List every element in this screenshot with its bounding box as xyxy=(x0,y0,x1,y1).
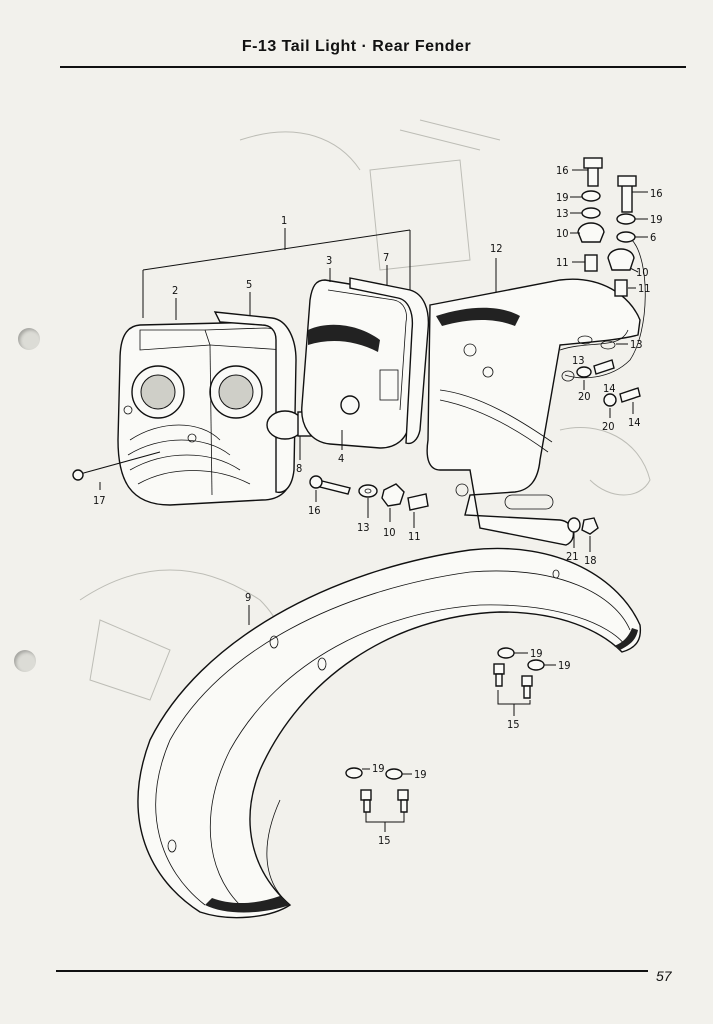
callout-7: 7 xyxy=(383,251,389,264)
fender-hardware xyxy=(345,647,545,813)
page-title: F-13 Tail Light · Rear Fender xyxy=(241,38,472,55)
page-number: 57 xyxy=(656,968,672,984)
callout-4: 4 xyxy=(338,452,344,465)
rear-fender xyxy=(137,547,642,919)
footer-rule xyxy=(56,970,648,972)
callout-5: 5 xyxy=(246,278,252,291)
upper-right-hardware xyxy=(561,157,646,407)
callout-1: 1 xyxy=(281,214,287,227)
lower-hardware xyxy=(309,475,599,535)
callout-19-upper-left: 19 xyxy=(556,191,569,204)
callout-8: 8 xyxy=(296,462,302,475)
base-gasket xyxy=(349,277,430,445)
callout-11-upper: 11 xyxy=(556,256,569,269)
tail-light-bracket xyxy=(426,278,641,546)
leader-lines xyxy=(99,169,648,832)
callout-20-left: 20 xyxy=(578,390,591,403)
callout-13-mid: 13 xyxy=(572,354,585,367)
callout-labels: 1 2 3 4 5 6 7 8 9 10 10 10 11 11 11 12 1… xyxy=(93,164,663,847)
lens-screw xyxy=(72,451,161,481)
callout-18: 18 xyxy=(584,554,597,567)
binder-hole-bottom xyxy=(14,650,36,672)
callout-15-upper: 15 xyxy=(507,718,520,731)
callout-21: 21 xyxy=(566,550,579,563)
callout-19-fender-d: 19 xyxy=(414,768,427,781)
binder-hole-top xyxy=(18,328,40,350)
callout-6: 6 xyxy=(650,231,656,244)
tail-light-housing xyxy=(117,321,293,506)
callout-10-right: 10 xyxy=(636,266,649,279)
callout-13-lower: 13 xyxy=(357,521,370,534)
callout-16-top-left: 16 xyxy=(556,164,569,177)
callout-20-right: 20 xyxy=(602,420,615,433)
callout-13-right: 13 xyxy=(630,338,643,351)
callout-14-left: 14 xyxy=(603,382,616,395)
callout-2: 2 xyxy=(172,284,178,297)
callout-19-fender-b: 19 xyxy=(558,659,571,672)
callout-14-right: 14 xyxy=(628,416,641,429)
callout-12: 12 xyxy=(490,242,503,255)
callout-9: 9 xyxy=(245,591,251,604)
callout-10-lower: 10 xyxy=(383,526,396,539)
callout-3: 3 xyxy=(326,254,332,267)
callout-19-fender-a: 19 xyxy=(530,647,543,660)
header-rule xyxy=(60,66,686,68)
callout-17: 17 xyxy=(93,494,106,507)
callout-11-right: 11 xyxy=(638,282,651,295)
callout-10-upper: 10 xyxy=(556,227,569,240)
callout-19-fender-c: 19 xyxy=(372,762,385,775)
callout-19-upper-right: 19 xyxy=(650,213,663,226)
callout-15-lower: 15 xyxy=(378,834,391,847)
callout-11-lower: 11 xyxy=(408,530,421,543)
callout-16-lower: 16 xyxy=(308,504,321,517)
tail-light-base xyxy=(301,279,418,449)
callout-16-top-right: 16 xyxy=(650,187,663,200)
lens-gasket xyxy=(213,311,297,494)
callout-13-upper: 13 xyxy=(556,207,569,220)
